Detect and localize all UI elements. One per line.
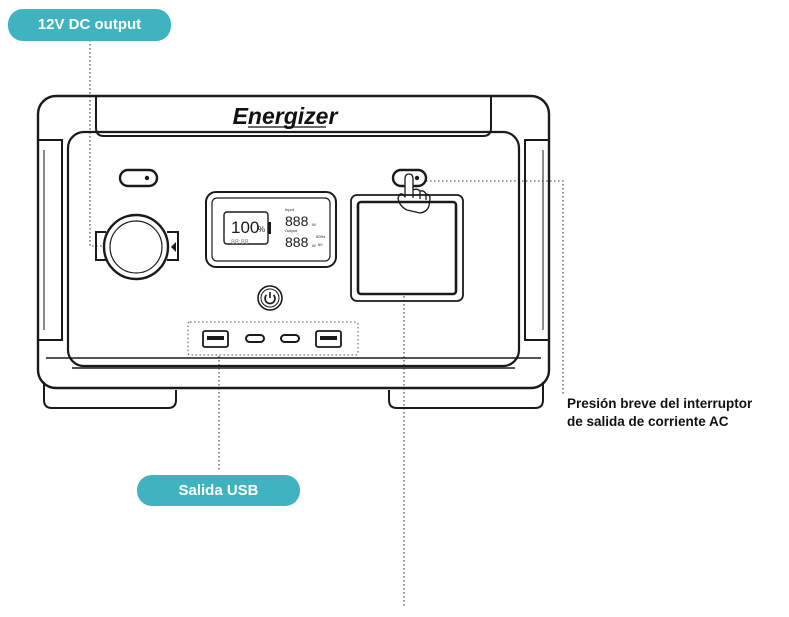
dc-switch-button[interactable] (118, 168, 159, 188)
outer-shell (36, 94, 551, 390)
usb-c-port-left[interactable] (245, 334, 265, 343)
lcd-output-label: Output (285, 228, 298, 233)
lcd-frequency-sub: 60 (318, 242, 323, 247)
usb-a-port-right[interactable] (315, 330, 342, 348)
dc-output-port[interactable] (95, 213, 179, 281)
lcd-frequency-label: 50Hz (316, 234, 325, 239)
energizer-logo: Energizer (233, 103, 339, 129)
lcd-time: 88:88 (231, 239, 249, 246)
lcd-input-value: 888 (285, 213, 309, 229)
lcd-display: 100 % 88:88 Input 888 W Output 888 W 50H… (205, 191, 337, 268)
left-foot (43, 382, 177, 409)
ac-switch-leader (422, 180, 564, 396)
lcd-output-value: 888 (285, 234, 309, 250)
lcd-battery-percent: 100 (231, 218, 259, 237)
usb-a-port-left[interactable] (202, 330, 229, 348)
dc-output-leader (89, 40, 104, 247)
ac-outlet[interactable] (350, 194, 464, 302)
power-button[interactable] (257, 285, 283, 311)
lcd-percent-sign: % (258, 225, 265, 234)
dc-output-label: 12V DC output (8, 9, 171, 41)
power-station-body (36, 94, 551, 409)
ac-switch-label-line1: Presión breve del interruptor (567, 396, 753, 411)
left-grip (38, 139, 63, 341)
lcd-output-unit: W (312, 243, 316, 248)
right-grip (524, 139, 549, 341)
right-foot (388, 382, 544, 409)
power-icon (264, 294, 276, 305)
ac-switch-label-line2: de salida de corriente AC (567, 414, 729, 429)
lcd-input-unit: W (312, 222, 316, 227)
lcd-input-label: Input (285, 207, 295, 212)
usb-output-label: Salida USB (137, 475, 300, 506)
front-panel (66, 130, 521, 368)
usb-c-port-right[interactable] (280, 334, 300, 343)
